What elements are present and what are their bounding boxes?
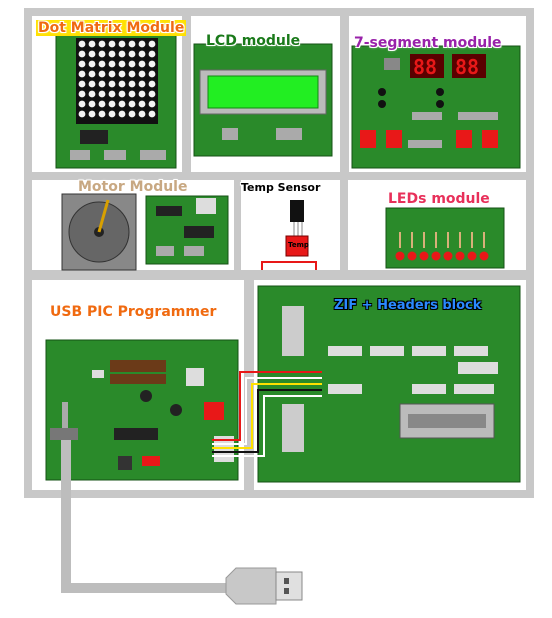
matrix-dot <box>149 61 156 68</box>
led <box>396 252 405 261</box>
led-resistor <box>483 232 485 248</box>
matrix-dot <box>79 41 86 48</box>
matrix-dot <box>109 101 116 108</box>
matrix-dot <box>109 51 116 58</box>
leds-board <box>386 208 504 268</box>
matrix-dot <box>79 51 86 58</box>
label-lcd: LCD module <box>206 33 300 49</box>
matrix-dot <box>119 61 126 68</box>
label-dot-matrix: Dot Matrix Module <box>36 20 186 36</box>
matrix-dot <box>99 71 106 78</box>
matrix-dot <box>89 91 96 98</box>
led <box>432 252 441 261</box>
led <box>456 252 465 261</box>
label-temp-chip: Temp <box>288 241 309 249</box>
matrix-dot <box>139 61 146 68</box>
led <box>408 252 417 261</box>
matrix-dot <box>129 41 136 48</box>
matrix-dot <box>149 81 156 88</box>
led-resistor <box>459 232 461 248</box>
seven-segment-board: 88 88 <box>352 46 520 168</box>
matrix-dot <box>139 51 146 58</box>
matrix-dot <box>99 111 106 118</box>
matrix-dot <box>139 41 146 48</box>
svg-text:88: 88 <box>455 55 479 79</box>
matrix-dot <box>89 71 96 78</box>
matrix-dot <box>109 111 116 118</box>
matrix-dot <box>79 111 86 118</box>
matrix-dot <box>99 41 106 48</box>
matrix-dot <box>109 41 116 48</box>
matrix-dot <box>119 71 126 78</box>
matrix-dot <box>139 91 146 98</box>
matrix-dot <box>119 41 126 48</box>
label-seven-segment: 7-segment module <box>354 35 502 51</box>
led-resistor <box>471 232 473 248</box>
matrix-dot <box>119 111 126 118</box>
label-motor: Motor Module <box>78 179 187 195</box>
matrix-dot <box>119 51 126 58</box>
matrix-dot <box>129 81 136 88</box>
led-resistor <box>399 232 401 248</box>
matrix-dot <box>109 81 116 88</box>
matrix-dot <box>119 101 126 108</box>
led-resistor <box>435 232 437 248</box>
matrix-dot <box>149 41 156 48</box>
matrix-dot <box>149 51 156 58</box>
svg-text:88: 88 <box>413 55 437 79</box>
matrix-dot <box>99 81 106 88</box>
matrix-dot <box>89 81 96 88</box>
matrix-dot <box>99 101 106 108</box>
matrix-dot <box>89 61 96 68</box>
matrix-dot <box>149 101 156 108</box>
matrix-dot <box>79 61 86 68</box>
led-resistor <box>411 232 413 248</box>
matrix-dot <box>109 91 116 98</box>
label-zif: ZIF + Headers block <box>334 298 481 313</box>
matrix-dot <box>119 91 126 98</box>
led <box>480 252 489 261</box>
label-leds: LEDs module <box>388 191 490 207</box>
dot-matrix-board <box>56 28 176 168</box>
matrix-dot <box>139 81 146 88</box>
label-temp-sensor: Temp Sensor <box>241 181 320 194</box>
matrix-dot <box>129 101 136 108</box>
matrix-dot <box>149 111 156 118</box>
matrix-dot <box>79 101 86 108</box>
matrix-dot <box>99 51 106 58</box>
matrix-dot <box>89 41 96 48</box>
matrix-dot <box>139 111 146 118</box>
matrix-dot <box>89 111 96 118</box>
matrix-dot <box>119 81 126 88</box>
matrix-dot <box>149 91 156 98</box>
matrix-dot <box>109 71 116 78</box>
lcd-board <box>194 44 332 156</box>
matrix-dot <box>129 71 136 78</box>
matrix-dot <box>129 91 136 98</box>
matrix-dot <box>129 61 136 68</box>
matrix-dot <box>139 71 146 78</box>
matrix-dot <box>109 61 116 68</box>
matrix-dot <box>139 101 146 108</box>
matrix-dot <box>99 91 106 98</box>
led <box>444 252 453 261</box>
matrix-dot <box>99 61 106 68</box>
led-resistor <box>423 232 425 248</box>
matrix-dot <box>129 51 136 58</box>
matrix-dot <box>89 101 96 108</box>
matrix-dot <box>149 71 156 78</box>
led <box>420 252 429 261</box>
matrix-dot <box>89 51 96 58</box>
matrix-dot <box>79 91 86 98</box>
matrix-dot <box>79 81 86 88</box>
usb-pic-board <box>46 340 238 480</box>
matrix-dot <box>79 71 86 78</box>
label-usb-pic: USB PIC Programmer <box>50 304 216 320</box>
matrix-dot <box>129 111 136 118</box>
led-resistor <box>447 232 449 248</box>
led <box>468 252 477 261</box>
